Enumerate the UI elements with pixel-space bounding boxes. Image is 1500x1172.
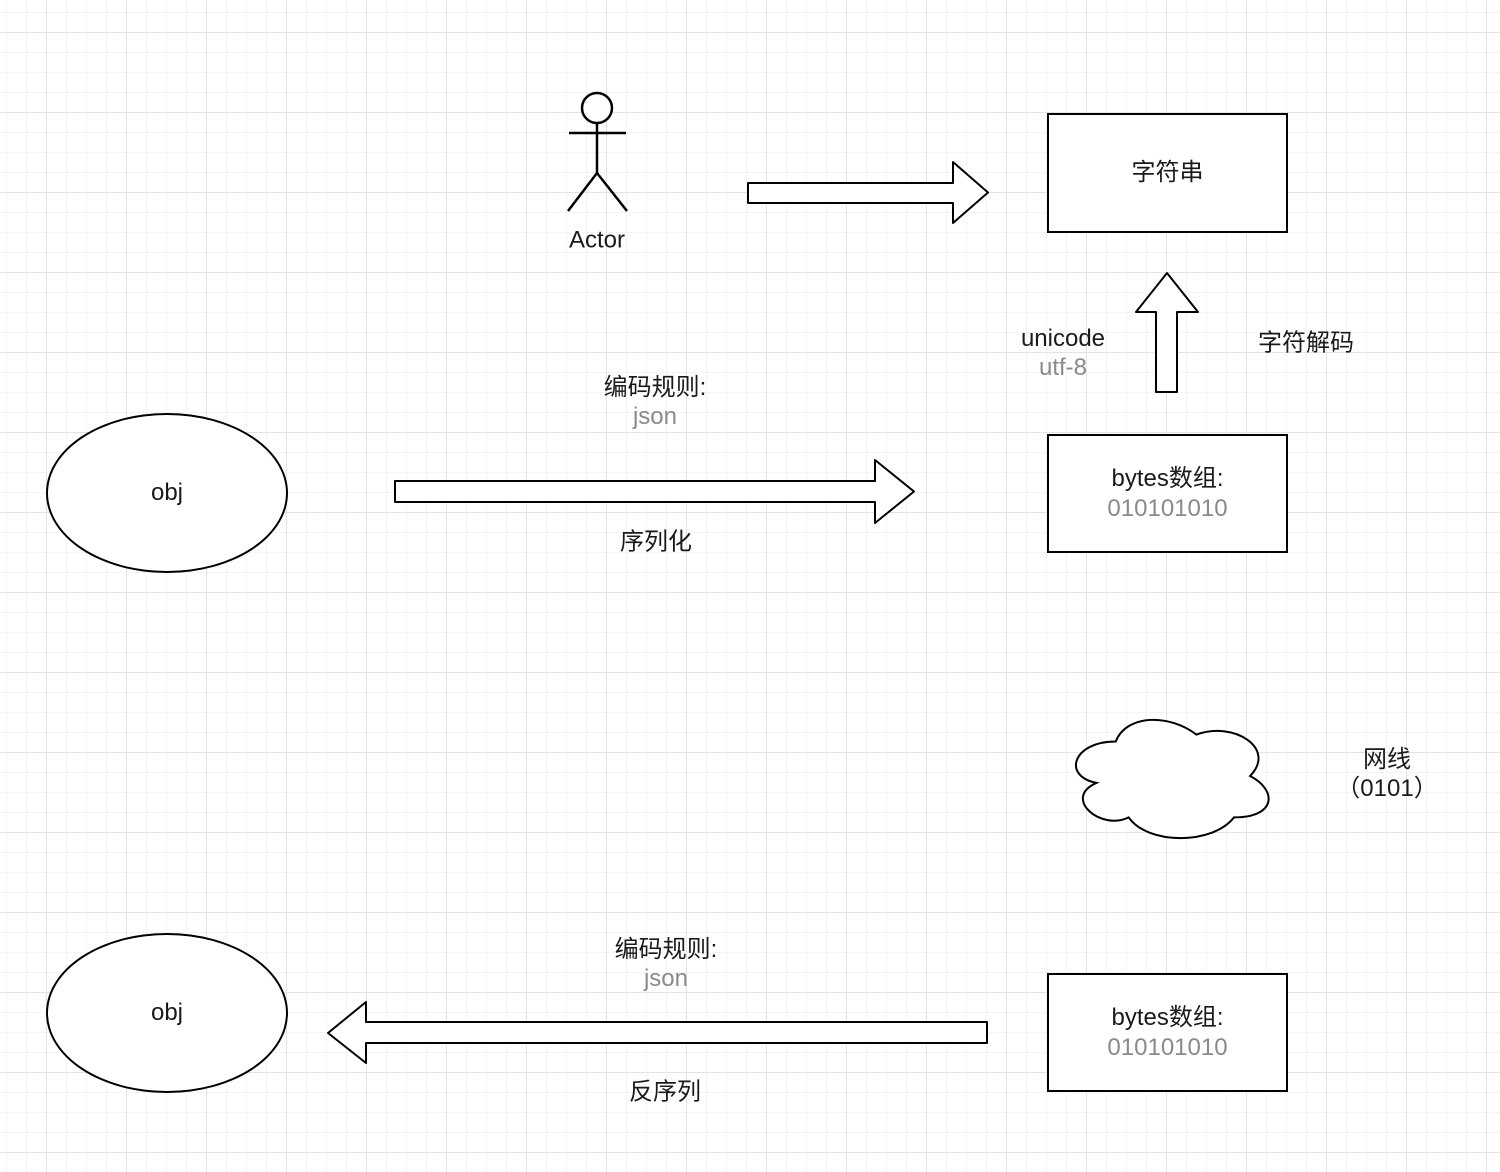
obj-label: obj	[150, 999, 184, 1026]
arrow-right-middle-icon	[394, 459, 915, 524]
string-box-label: 字符串	[1131, 159, 1204, 186]
unicode-label-line2: utf-8	[1038, 354, 1088, 381]
encode-rule-label-bottom: 编码规则: json	[615, 935, 718, 993]
actor-icon	[567, 91, 628, 212]
arrow-left-bottom-icon	[327, 1001, 988, 1064]
deserialize-label: 反序列	[629, 1078, 701, 1106]
obj-ellipse-top: obj	[46, 413, 288, 573]
bytes-array-value: 010101010	[1107, 1033, 1228, 1061]
network-cable-label: 网线 （0101）	[1336, 745, 1437, 803]
arrow-right-top-icon	[747, 161, 989, 224]
bytes-array-value: 010101010	[1107, 494, 1228, 522]
encode-rule-label-top: 编码规则: json	[604, 373, 707, 431]
encode-rule-line1: 编码规则:	[614, 936, 718, 963]
obj-label: obj	[150, 479, 184, 506]
arrow-up-icon	[1135, 272, 1199, 393]
encode-rule-line2: json	[643, 965, 689, 992]
network-label-line1: 网线	[1362, 746, 1411, 773]
encode-rule-line2: json	[632, 403, 678, 430]
unicode-utf8-label: unicode utf-8	[1021, 324, 1105, 382]
bytes-array-box-top: bytes数组: 010101010	[1047, 434, 1288, 553]
unicode-label-line1: unicode	[1020, 325, 1106, 352]
cloud-icon	[1075, 718, 1270, 840]
bytes-array-title: bytes数组:	[1111, 464, 1224, 492]
serialize-label: 序列化	[620, 528, 692, 556]
bytes-array-title: bytes数组:	[1111, 1003, 1224, 1031]
string-box: 字符串	[1047, 113, 1288, 233]
actor-label: Actor	[568, 226, 626, 254]
bytes-array-box-bottom: bytes数组: 010101010	[1047, 973, 1288, 1092]
encode-rule-line1: 编码规则:	[603, 374, 707, 401]
char-decode-label: 字符解码	[1258, 329, 1354, 357]
obj-ellipse-bottom: obj	[46, 933, 288, 1093]
network-label-line2: （0101）	[1336, 775, 1438, 802]
